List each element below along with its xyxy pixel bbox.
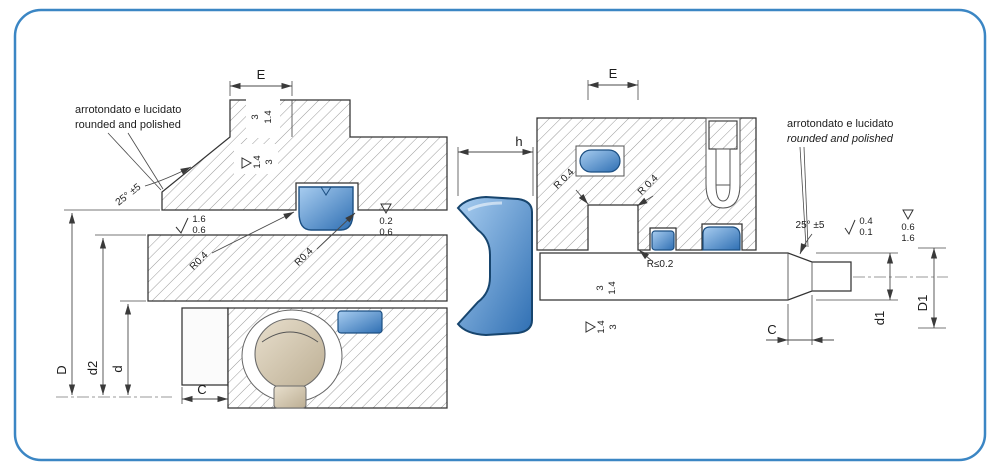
right-rough-chamfer-value2: 0.1 [859, 227, 872, 238]
left-upper-housing-section [161, 99, 448, 211]
left-seal-in-groove [298, 186, 354, 231]
seal-cross-section [456, 195, 533, 337]
right-radius-small-leader [638, 249, 653, 262]
right-dim-D1: D1 [915, 247, 946, 329]
right-dim-C: C [766, 295, 834, 345]
left-note-italian: arrotondato e lucidato [75, 104, 181, 116]
left-rough-bore-icon [175, 217, 189, 234]
right-radius-small-label: R≤0.2 [647, 259, 674, 270]
wiper-seal [702, 226, 741, 251]
left-rough-bore-value1: 1.6 [192, 214, 205, 225]
right-dim-label-C: C [767, 322, 776, 337]
left-dim-label-C: C [197, 382, 206, 397]
right-note-english: rounded and polished [787, 133, 894, 145]
right-rough-end-value2: 1.6 [901, 233, 914, 244]
backup-ring [651, 230, 675, 251]
left-finish-top-value1: 3 [250, 114, 261, 119]
left-note-english: rounded and polished [75, 119, 181, 131]
profile-dim-h: h [457, 134, 534, 196]
profile-dim-label-h: h [515, 134, 522, 149]
left-seal-notch [320, 186, 332, 196]
left-radius-leader-b [316, 212, 356, 250]
left-rough-bore-value2: 0.6 [192, 225, 205, 236]
right-dim-label-E: E [609, 66, 618, 81]
left-spacer-section [181, 307, 229, 386]
oring-seal [579, 149, 621, 173]
plug-tip [715, 184, 731, 202]
left-finish-triangle-icon [241, 157, 253, 169]
left-dim-d2: d2 [85, 238, 107, 395]
left-dim-D: D [54, 213, 76, 395]
right-radius-leader-a [575, 189, 589, 205]
left-angle-leader [144, 166, 192, 187]
left-dim-label-D: D [54, 365, 69, 374]
right-note-italian: arrotondato e lucidato [787, 118, 893, 130]
plug-head [708, 120, 738, 150]
left-dim-label-E: E [257, 67, 266, 82]
bearing-ball-detail [261, 331, 319, 343]
seal-highlight [467, 201, 503, 212]
right-rough-chamfer-icon [844, 219, 856, 236]
right-angle-leader [799, 233, 813, 255]
right-dim-label-d1: d1 [872, 311, 887, 325]
left-rough-face-value2: 0.6 [379, 227, 392, 238]
left-radius-leader-a [211, 211, 295, 254]
left-dim-C: C [181, 382, 229, 404]
right-figure: E arrotondato e lucidato rounded and pol… [536, 66, 948, 345]
right-rough-chamfer-value1: 0.4 [859, 216, 872, 227]
left-finish-tri-value2: 3 [264, 159, 275, 164]
right-radius-leader-b [636, 195, 654, 207]
right-finish-tri-value2: 3 [608, 324, 619, 329]
left-dim-d: d [110, 304, 132, 395]
right-rough-end-icon [902, 209, 914, 221]
left-rough-face-icon [380, 203, 392, 215]
right-dim-d1: d1 [816, 252, 898, 325]
right-dim-label-D1: D1 [915, 295, 930, 312]
left-secondary-seal [337, 310, 383, 334]
left-dim-label-d: d [110, 365, 125, 372]
seal-profile-figure: h [456, 134, 534, 337]
right-angle-label: 25° ±5 [796, 220, 825, 231]
left-dim-label-d2: d2 [85, 361, 100, 375]
bearing-stem [273, 385, 307, 409]
text-mask [234, 144, 278, 174]
bearing-ball [254, 318, 326, 390]
right-dim-E: E [587, 66, 639, 100]
left-rough-face-value1: 0.2 [379, 216, 392, 227]
text-mask [246, 96, 280, 138]
left-note-leader [127, 132, 164, 190]
rod-section [539, 252, 852, 301]
left-dim-E: E [229, 67, 293, 96]
plug-stem [715, 148, 731, 186]
right-finish-rod-value2: 1.4 [607, 281, 618, 294]
right-finish-triangle-icon [585, 321, 597, 333]
left-finish-top-value2: 1.4 [263, 110, 274, 123]
left-lower-housing-section [147, 234, 448, 302]
right-finish-rod-value1: 3 [595, 285, 606, 290]
right-note-leader [803, 146, 809, 248]
right-rough-end-value1: 0.6 [901, 222, 914, 233]
right-finish-tri-value1: 1.4 [596, 320, 607, 333]
right-note-leader [799, 146, 807, 248]
left-figure: arrotondato e lucidato rounded and polis… [54, 67, 448, 409]
left-note-leader [107, 132, 162, 191]
left-finish-tri-value1: 1.4 [252, 155, 263, 168]
